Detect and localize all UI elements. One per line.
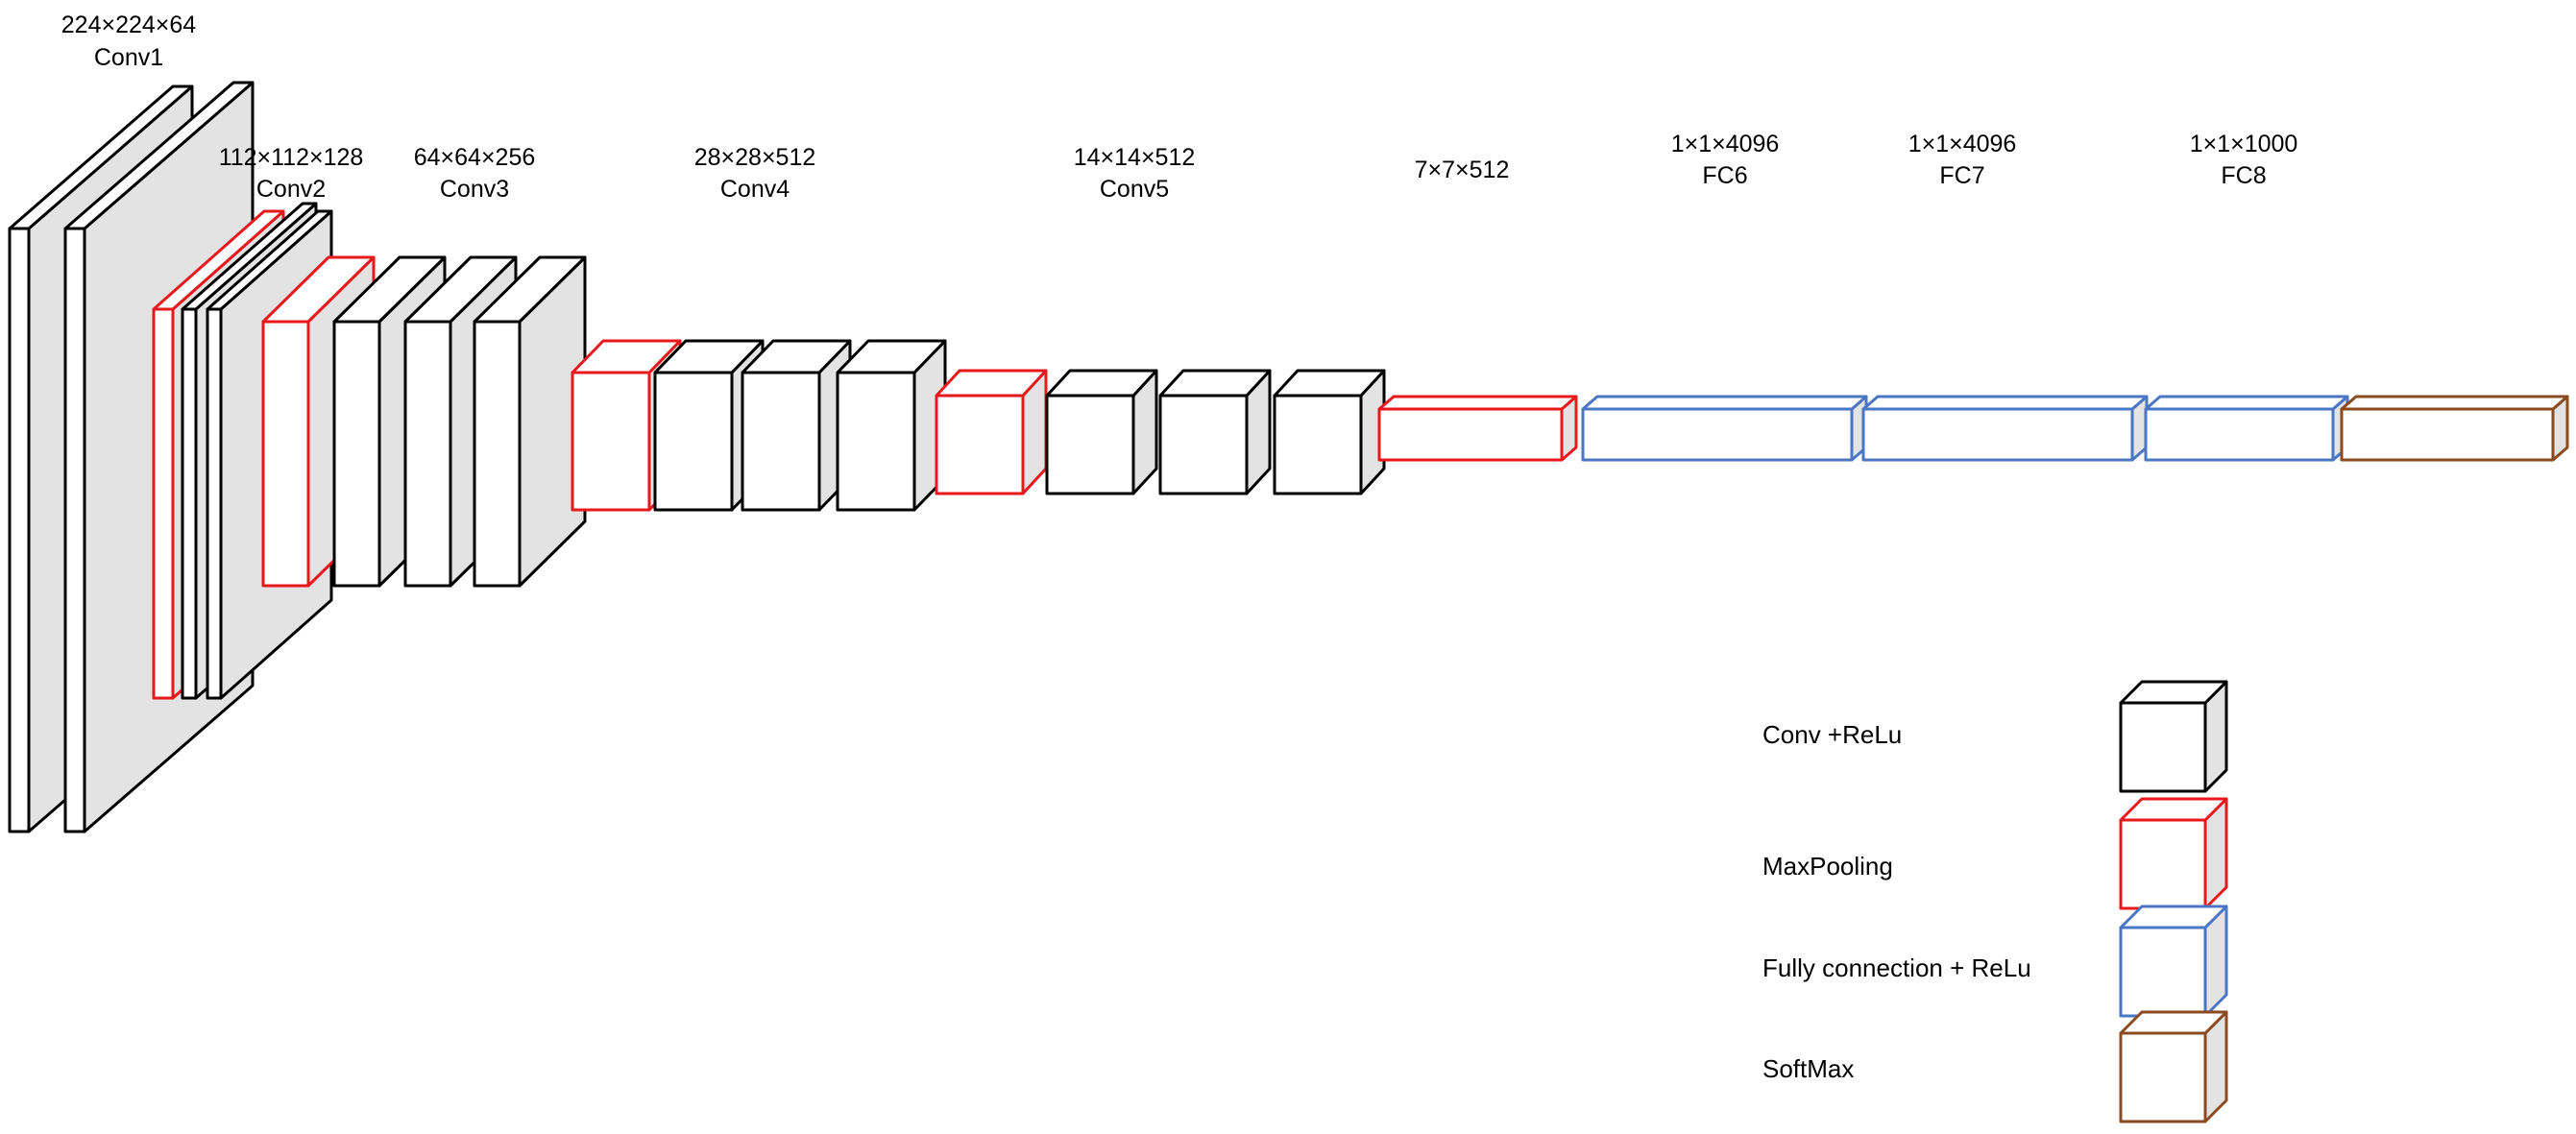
fc7-block-top-face (1861, 395, 2149, 411)
legend-label-pool: MaxPooling (1762, 852, 1893, 881)
conv3-dims-label: 64×64×256 (414, 144, 536, 171)
conv4-block-a-front-face (653, 371, 734, 512)
legend-label-softmax: SoftMax (1762, 1054, 1854, 1083)
conv3-block-a-front-face (332, 320, 381, 588)
conv2-pool-block-front-face (152, 307, 175, 700)
fc6-block (1581, 395, 1868, 462)
legend-icon-softmax-front-face (2119, 1031, 2207, 1123)
legend-label-conv: Conv +ReLu (1762, 720, 1902, 749)
conv2-block-b-front-face (206, 307, 223, 700)
conv5-pool-block-front-face (935, 394, 1025, 495)
legend-icon-softmax (2119, 1010, 2228, 1123)
fc6-block-top-face (1581, 395, 1868, 411)
legend-icon-pool (2119, 797, 2228, 910)
conv5-dims-label: 14×14×512 (1074, 144, 1196, 171)
conv5-block-b (1158, 369, 1272, 495)
conv1-dims-label: 224×224×64 (61, 12, 197, 38)
conv5-block-a (1045, 369, 1158, 495)
legend-icon-fc (2119, 905, 2228, 1018)
conv5-pool-block (935, 369, 1048, 495)
conv4-block-b-front-face (741, 371, 821, 512)
legend-icon-conv-front-face (2119, 701, 2207, 793)
pool5-dims-label: 7×7×512 (1415, 157, 1510, 183)
conv3-block-c (473, 255, 587, 588)
legend-icon-conv (2119, 680, 2228, 793)
fc8-block-front-face (2144, 407, 2335, 462)
conv4-block-c-front-face (836, 371, 916, 512)
softmax-block (2340, 395, 2569, 462)
conv2-block-a-front-face (181, 307, 198, 700)
fc8-dims-label: 1×1×1000 (2190, 131, 2298, 157)
legend-icon-fc-front-face (2119, 926, 2207, 1018)
conv2-name-label: Conv2 (256, 176, 326, 203)
conv4-block-b (741, 339, 852, 512)
fc7-name-label: FC7 (1939, 162, 1984, 189)
legend-icon-pool-front-face (2119, 818, 2207, 910)
fc8-block-top-face (2144, 395, 2349, 411)
legend: Conv +ReLu MaxPooling Fully connection +… (1762, 720, 2031, 1083)
conv5-name-label: Conv5 (1100, 176, 1169, 203)
conv3-pool-block-front-face (261, 320, 310, 588)
conv3-name-label: Conv3 (440, 176, 509, 203)
conv1-name-label: Conv1 (94, 44, 163, 71)
conv5-block-b-front-face (1158, 394, 1249, 495)
conv4-dims-label: 28×28×512 (694, 144, 816, 171)
layer-labels: 224×224×64 Conv1 112×112×128 Conv2 64×64… (61, 12, 2298, 203)
pool5-block-top-face (1377, 395, 1578, 411)
fc6-dims-label: 1×1×4096 (1671, 131, 1780, 157)
softmax-block-top-face (2340, 395, 2569, 411)
conv4-block-c (836, 339, 947, 512)
conv5-block-c (1273, 369, 1386, 495)
fc8-name-label: FC8 (2221, 162, 2266, 189)
fc6-name-label: FC6 (1702, 162, 1747, 189)
conv5-block-a-front-face (1045, 394, 1135, 495)
layer-blocks (8, 81, 2569, 1123)
conv1-block-a-front-face (8, 227, 31, 833)
fc6-block-front-face (1581, 407, 1854, 462)
fc7-block (1861, 395, 2149, 462)
conv1-block-b-front-face (63, 227, 86, 833)
pool5-block-front-face (1377, 407, 1564, 462)
conv5-block-c-front-face (1273, 394, 1363, 495)
conv2-dims-label: 112×112×128 (219, 144, 364, 171)
conv4-name-label: Conv4 (720, 176, 790, 203)
fc7-block-front-face (1861, 407, 2134, 462)
conv3-block-b-front-face (403, 320, 452, 588)
softmax-block-front-face (2340, 407, 2555, 462)
fc7-dims-label: 1×1×4096 (1908, 131, 2017, 157)
pool5-block (1377, 395, 1578, 462)
conv3-block-c-front-face (473, 320, 522, 588)
fc8-block (2144, 395, 2349, 462)
conv4-pool-block-front-face (571, 371, 651, 512)
legend-label-fc: Fully connection + ReLu (1762, 953, 2031, 982)
